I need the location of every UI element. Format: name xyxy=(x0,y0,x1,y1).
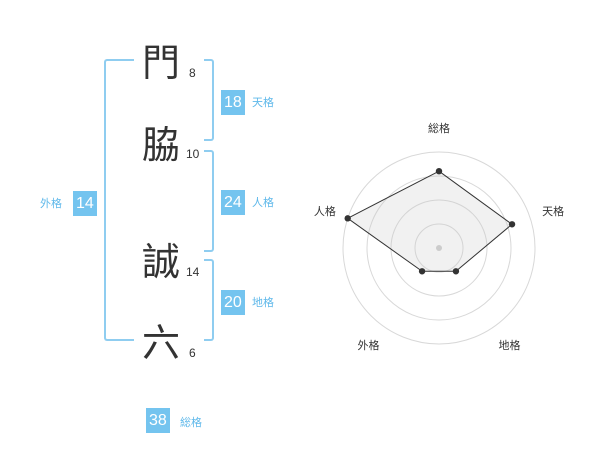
radar-point-3 xyxy=(452,268,460,275)
tenkaku-bracket xyxy=(204,59,214,141)
radar-axis-label-3: 地格 xyxy=(499,338,521,352)
gaikaku-label: 外格 xyxy=(40,197,62,210)
tenkaku-value: 18 xyxy=(221,90,245,115)
stroke-count-1: 8 xyxy=(189,66,196,80)
chikaku-label: 地格 xyxy=(252,296,274,309)
radar-ring-3 xyxy=(366,175,512,321)
name-char-2: 脇 xyxy=(141,123,180,167)
radar-axis-label-1: 総格 xyxy=(428,121,450,135)
name-char-3: 誠 xyxy=(141,240,180,284)
soukaku-value: 38 xyxy=(146,408,170,433)
radar-ring-1 xyxy=(414,223,464,273)
soukaku-label: 総格 xyxy=(180,416,202,429)
stroke-count-3: 14 xyxy=(186,265,200,279)
radar-axis-label-5: 人格 xyxy=(314,204,336,218)
radar-point-2 xyxy=(508,221,516,228)
tenkaku-label: 天格 xyxy=(252,96,274,109)
stroke-count-2: 10 xyxy=(186,147,200,161)
name-char-1: 門 xyxy=(141,41,180,85)
radar-axis-label-4: 外格 xyxy=(357,338,379,352)
stroke-count-4: 6 xyxy=(189,346,196,360)
radar-polygon xyxy=(346,170,513,272)
radar-point-4 xyxy=(418,268,426,275)
chikaku-value: 20 xyxy=(221,290,245,315)
radar-axis-label-2: 天格 xyxy=(542,204,564,218)
name-char-4: 六 xyxy=(141,321,180,365)
jinkaku-bracket xyxy=(204,150,214,252)
radar-point-1 xyxy=(435,168,443,175)
gaikaku-value: 14 xyxy=(73,191,97,216)
chikaku-bracket xyxy=(204,259,214,341)
radar-point-5 xyxy=(344,215,351,222)
jinkaku-label: 人格 xyxy=(252,196,274,209)
jinkaku-value: 24 xyxy=(221,190,245,215)
radar-center-dot xyxy=(436,245,442,251)
radar-ring-4 xyxy=(342,151,536,345)
radar-ring-2 xyxy=(390,199,488,297)
gaikaku-bracket xyxy=(104,59,134,341)
